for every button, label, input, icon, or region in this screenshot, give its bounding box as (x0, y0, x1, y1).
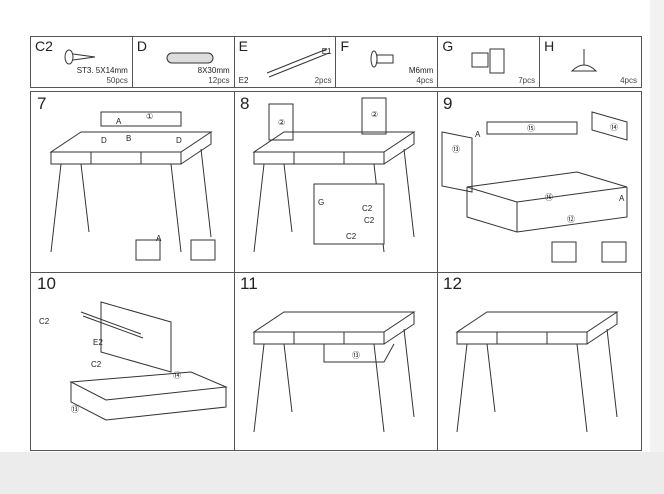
callout: ⑭ (173, 371, 181, 380)
desk-drawing (456, 311, 618, 433)
step-number: 9 (443, 94, 453, 113)
part-code: C2 (35, 38, 53, 54)
callout: ② (371, 110, 379, 119)
callout: ⑭ (610, 123, 618, 132)
part-code: F (340, 38, 350, 54)
desk-drawing (253, 97, 415, 253)
callout: ⑫ (567, 215, 575, 224)
part-code: G (442, 38, 454, 54)
step-number: 11 (240, 274, 258, 293)
assembly-steps: 7 A ① D B A D 8 ② ② G C2 C2 C2 9 ⑮ ⑭ ⑬ ⑯… (30, 91, 642, 451)
step-number: 8 (240, 94, 250, 113)
callout: ⑬ (452, 145, 460, 154)
step-number: 12 (443, 274, 462, 293)
part-qty: 50pcs (106, 76, 128, 85)
step-12: 12 (437, 272, 641, 450)
part-h: H 4pcs (540, 37, 641, 87)
callout: E2 (93, 338, 103, 347)
callout: ⑬ (71, 405, 79, 414)
drawer-drawing (441, 111, 628, 263)
step-number: 7 (37, 94, 47, 113)
part-qty: 4pcs (416, 76, 434, 85)
scan-margin (0, 452, 664, 494)
desk-drawing (50, 111, 216, 261)
callout: A (619, 194, 625, 203)
desk-drawing (253, 311, 415, 433)
part-code: D (136, 38, 147, 54)
callout: A (475, 130, 481, 139)
callout: C2 (364, 216, 375, 225)
part-qty: 2pcs (314, 76, 332, 85)
slide-label-e2: E2 (238, 76, 249, 85)
part-qty: 12pcs (208, 76, 230, 85)
parts-list: C2 ST3. 5X14mm 50pcs D 8X30mm 12pcs E E1… (30, 36, 642, 88)
callout: B (126, 134, 132, 143)
callout: D (176, 136, 182, 145)
callout: D (101, 136, 107, 145)
step-7: 7 A ① D B A D (31, 92, 235, 273)
callout: C2 (91, 360, 102, 369)
drawer-slide-drawing (69, 301, 228, 421)
dowel-icon (166, 52, 214, 64)
part-spec: 8X30mm (197, 66, 230, 75)
part-d: D 8X30mm 12pcs (133, 37, 235, 87)
part-e: E E1 E2 2pcs (235, 37, 337, 87)
step-number: 10 (37, 274, 56, 293)
callout: C2 (39, 317, 50, 326)
part-code: E (238, 38, 248, 54)
part-g: G 7pcs (438, 37, 541, 87)
callout: A (156, 234, 162, 243)
step-11: 11 ⑬ (234, 272, 438, 450)
callout: A (116, 117, 122, 126)
leveler-foot-icon (570, 49, 598, 72)
hinge-icon (471, 48, 505, 74)
callout: ⑬ (352, 351, 360, 360)
screw-icon (64, 49, 96, 65)
step-9: 9 ⑮ ⑭ ⑬ ⑯ ⑫ A A (437, 92, 641, 273)
callout: ① (146, 112, 154, 121)
bolt-icon (370, 50, 394, 68)
callout: G (318, 198, 325, 207)
callout: C2 (346, 232, 357, 241)
part-f: F M6mm 4pcs (336, 37, 439, 87)
part-code: H (544, 38, 555, 54)
callout: ⑯ (545, 193, 553, 202)
part-spec: ST3. 5X14mm (76, 66, 128, 75)
step-8: 8 ② ② G C2 C2 C2 (234, 92, 438, 273)
part-c2: C2 ST3. 5X14mm 50pcs (31, 37, 133, 87)
part-spec: M6mm (408, 66, 434, 75)
part-qty: 4pcs (620, 76, 637, 85)
part-qty: 7pcs (518, 76, 536, 85)
step-10: 10 C2 E2 C2 ⑭ ⑬ (31, 272, 235, 450)
drawer-slide-icon (266, 48, 329, 78)
slide-label-e1: E1 (321, 47, 332, 56)
callout: ⑮ (527, 124, 535, 133)
callout: C2 (362, 204, 373, 213)
callout: ② (278, 118, 286, 127)
scan-edge (650, 0, 664, 494)
